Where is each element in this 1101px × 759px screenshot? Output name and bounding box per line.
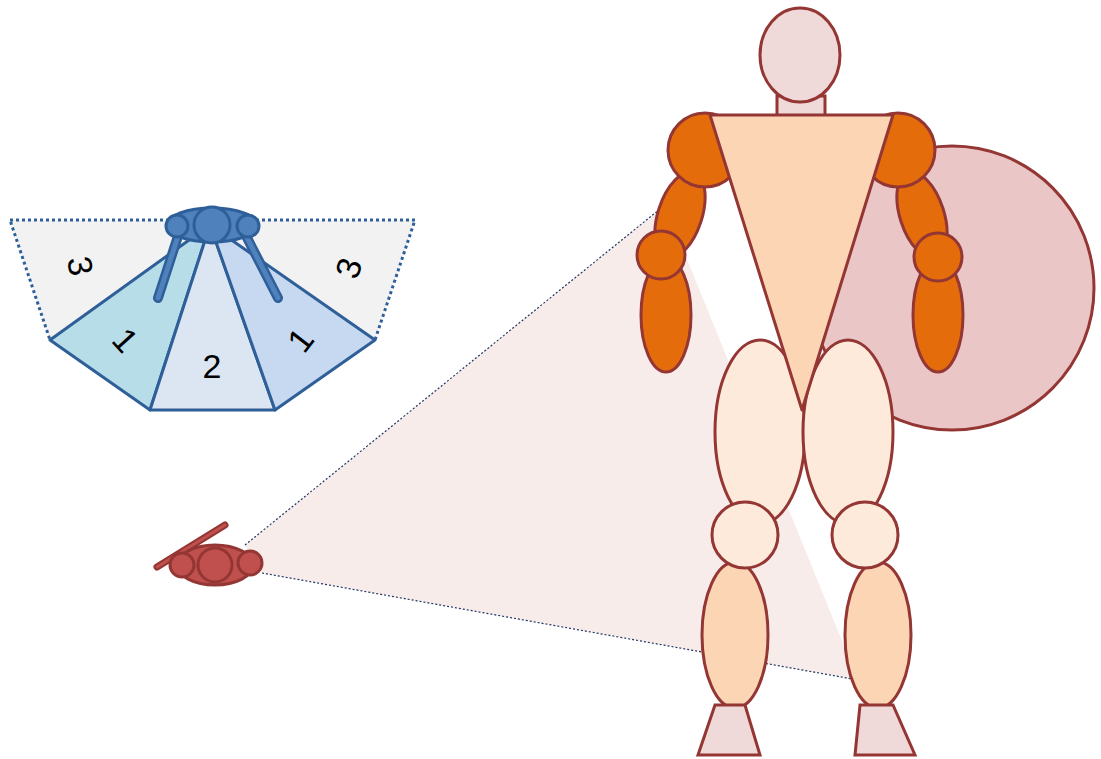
foot bbox=[855, 705, 915, 755]
blue-hand bbox=[237, 215, 259, 237]
side-zone bbox=[210, 225, 375, 410]
torso bbox=[710, 115, 893, 410]
blue-arm bbox=[243, 230, 278, 298]
head bbox=[760, 8, 840, 102]
blue-arm bbox=[158, 230, 180, 298]
blue-arm bbox=[243, 230, 278, 298]
blue-arm bbox=[158, 230, 180, 298]
shin bbox=[845, 562, 911, 708]
observer-head bbox=[198, 548, 232, 582]
callout-number: 3 bbox=[329, 254, 367, 283]
elbow bbox=[637, 231, 685, 279]
knee bbox=[832, 502, 898, 568]
observer-hand bbox=[170, 553, 194, 577]
shin bbox=[702, 562, 768, 708]
observer-hand bbox=[238, 551, 262, 575]
callout-number: 1 bbox=[281, 322, 319, 358]
callout-number: 1 bbox=[106, 322, 144, 359]
elbow bbox=[914, 233, 962, 281]
knee bbox=[712, 502, 778, 568]
callout-number: 2 bbox=[203, 349, 222, 383]
foot bbox=[698, 705, 760, 755]
callout-number: 3 bbox=[62, 254, 99, 279]
blue-head bbox=[194, 207, 230, 243]
blue-hand bbox=[166, 215, 188, 237]
